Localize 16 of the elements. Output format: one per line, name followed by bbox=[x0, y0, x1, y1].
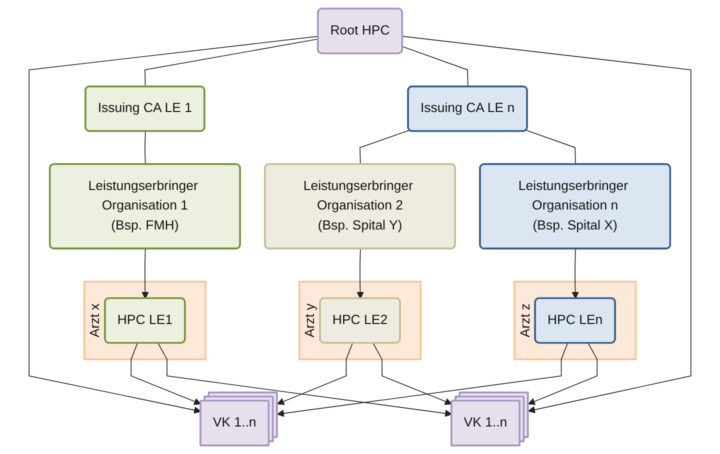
arrow bbox=[28, 36, 319, 414]
arrow bbox=[372, 342, 452, 405]
arrow bbox=[572, 248, 579, 299]
connector bbox=[402, 46, 468, 88]
arrow bbox=[130, 342, 202, 405]
arrow bbox=[277, 342, 353, 405]
arrow bbox=[528, 342, 598, 405]
arrow bbox=[277, 342, 568, 417]
arrow bbox=[142, 248, 149, 299]
arrow bbox=[158, 342, 452, 417]
connector bbox=[144, 38, 319, 88]
connector bbox=[526, 130, 576, 165]
arrow bbox=[356, 248, 364, 299]
connector bbox=[144, 131, 146, 165]
connector bbox=[360, 130, 410, 165]
arrow bbox=[402, 36, 692, 414]
